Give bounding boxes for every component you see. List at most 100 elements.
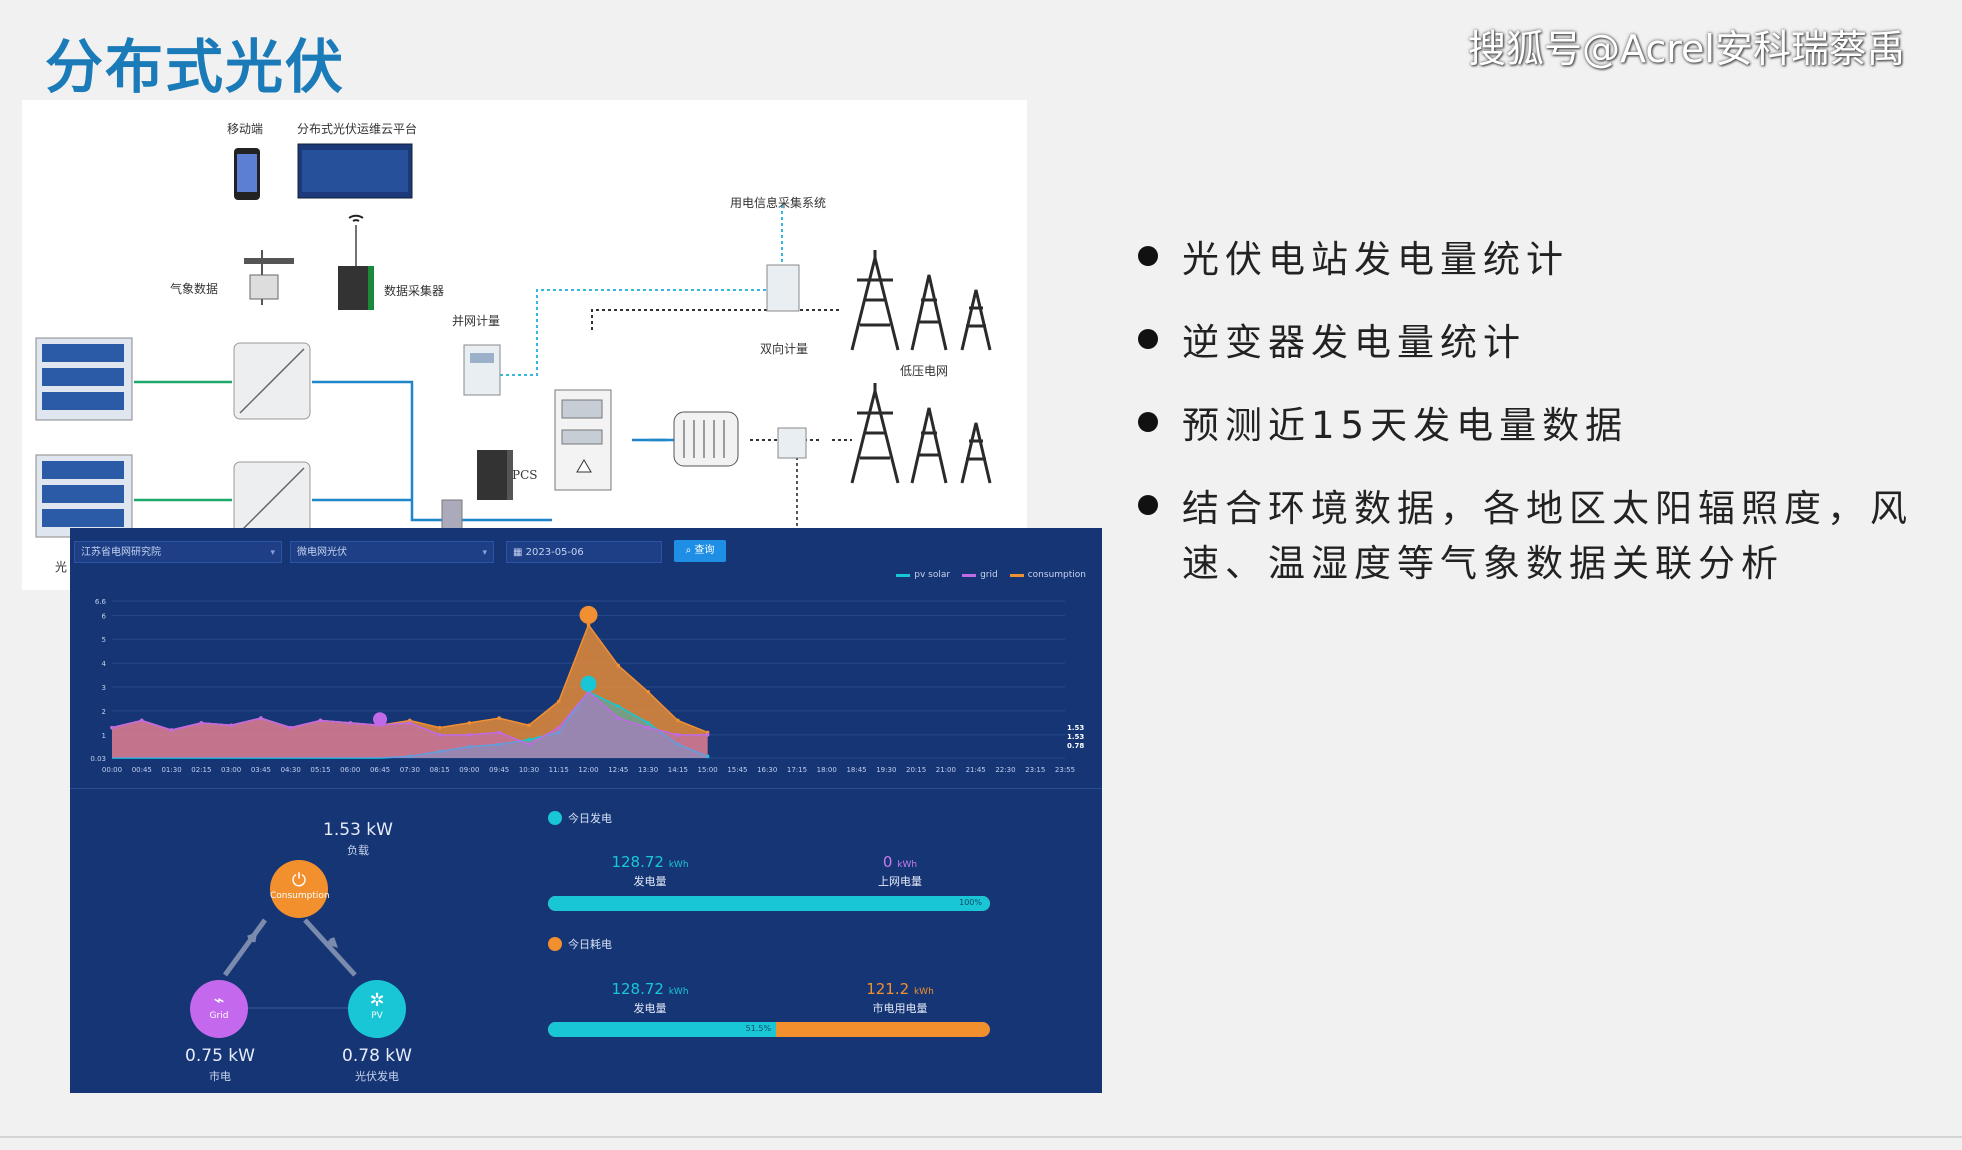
data-point-grid xyxy=(497,730,501,735)
data-point-grid xyxy=(467,733,472,737)
consumption-node[interactable]: ⏻Consumption xyxy=(270,860,330,918)
today-consumption-title: 今日耗电 xyxy=(548,936,612,952)
data-point-grid xyxy=(646,725,650,730)
feature-item: 结合环境数据，各地区太阳辐照度，风速、温湿度等气象数据关联分析 xyxy=(1138,481,1918,591)
x-tick-label: 23:15 xyxy=(1025,766,1045,774)
x-tick-label: 19:30 xyxy=(876,766,896,774)
y-tick-label: 6.6 xyxy=(95,598,107,606)
data-point-consumption xyxy=(497,716,501,720)
data-point-consumption xyxy=(556,699,561,704)
flow-arrows xyxy=(222,918,370,1009)
x-tick-label: 03:00 xyxy=(221,766,241,774)
data-point-grid xyxy=(705,733,710,737)
chevron-down-icon: ▾ xyxy=(270,548,275,558)
latest-value-label: 0.78 xyxy=(1067,742,1084,750)
calendar-icon: ▦ xyxy=(513,547,526,558)
x-tick-label: 03:45 xyxy=(251,766,271,774)
export-kwh: 0 kWh 上网电量 xyxy=(878,853,922,888)
watermark: 搜狐号@Acrel安科瑞蔡禹 xyxy=(1468,27,1905,71)
latest-value-label: 1.53 xyxy=(1067,733,1084,741)
y-tick-label: 0.03 xyxy=(90,755,106,763)
data-point-grid xyxy=(676,733,680,737)
data-point-grid xyxy=(199,721,204,725)
x-tick-label: 21:45 xyxy=(966,766,986,774)
x-tick-label: 10:30 xyxy=(519,766,539,774)
date-input[interactable]: ▦ 2023-05-06 xyxy=(506,541,662,563)
legend-consumption[interactable]: consumption xyxy=(1009,570,1086,580)
data-point-pv-solar xyxy=(527,737,531,742)
x-tick-label: 13:30 xyxy=(638,766,658,774)
data-point-grid xyxy=(408,721,412,725)
label-mobile: 移动端 xyxy=(227,122,264,136)
x-tick-label: 15:45 xyxy=(727,766,747,774)
energy-dashboard: 江苏省电网研究院▾ 微电网光伏▾ ▦ 2023-05-06 ⌕ 查询 pv so… xyxy=(70,528,1102,1093)
x-tick-label: 06:00 xyxy=(340,766,360,774)
x-tick-label: 23:55 xyxy=(1055,766,1075,774)
data-point-grid xyxy=(229,723,233,728)
pv-node[interactable]: ✲PV xyxy=(348,980,406,1038)
today-generation-title: 今日发电 xyxy=(548,810,612,826)
x-tick-label: 11:15 xyxy=(549,766,569,774)
x-tick-label: 02:15 xyxy=(191,766,211,774)
x-tick-label: 07:30 xyxy=(400,766,420,774)
data-point-consumption xyxy=(616,663,621,668)
consumption-bar-fill xyxy=(548,1022,776,1037)
data-point-grid xyxy=(527,742,531,747)
marker-grid xyxy=(373,712,388,727)
data-point-grid xyxy=(169,728,174,732)
data-point-grid xyxy=(556,725,561,730)
plug-icon: ⏻ xyxy=(291,870,307,891)
label-info-system: 用电信息采集系统 xyxy=(730,196,827,210)
max-marker-consumption xyxy=(579,605,598,624)
solar-panel-top xyxy=(35,337,133,421)
generation-progress-bar: 100% xyxy=(548,896,990,911)
data-point-grid xyxy=(110,725,114,730)
data-point-consumption xyxy=(527,723,531,728)
sun-icon xyxy=(548,811,562,825)
x-tick-label: 22:30 xyxy=(995,766,1015,774)
data-point-pv-solar xyxy=(497,742,501,747)
data-point-consumption xyxy=(586,623,591,627)
series-area-grid xyxy=(112,691,708,758)
x-tick-label: 08:15 xyxy=(430,766,450,774)
pulse-icon: ⌁ xyxy=(213,990,225,1011)
feature-item: 光伏电站发电量统计 xyxy=(1138,232,1918,287)
bullet-icon xyxy=(1138,246,1158,266)
y-tick-label: 4 xyxy=(102,660,107,668)
chart-legend: pv solar grid consumption xyxy=(896,570,1086,580)
consumption-generation-kwh: 128.72 kWh 发电量 xyxy=(611,980,689,1015)
query-button[interactable]: ⌕ 查询 xyxy=(674,540,726,562)
legend-pv-solar[interactable]: pv solar xyxy=(896,570,950,580)
search-icon: ⌕ xyxy=(685,545,695,556)
data-point-pv-solar xyxy=(616,704,621,708)
x-tick-label: 18:45 xyxy=(846,766,866,774)
bullet-icon xyxy=(1138,495,1158,515)
feature-item: 预测近15天发电量数据 xyxy=(1138,398,1918,453)
sun-icon: ✲ xyxy=(369,990,385,1011)
data-point-pv-solar xyxy=(556,730,561,735)
data-point-pv-solar xyxy=(467,744,472,749)
site-select[interactable]: 微电网光伏▾ xyxy=(290,541,494,563)
system-diagram: 移动端 分布式光伏运维云平台 气象数据 数据采集器 并网计量 用电信息采集系统 … xyxy=(22,100,1027,590)
consumption-progress-bar: 51.5% xyxy=(548,1022,990,1037)
x-tick-label: 15:00 xyxy=(698,766,718,774)
grid-node[interactable]: ⌁Grid xyxy=(190,980,248,1038)
generation-bar-fill xyxy=(548,896,990,911)
label-weather: 气象数据 xyxy=(170,282,219,296)
data-point-grid xyxy=(259,716,263,720)
data-point-pv-solar xyxy=(408,754,412,759)
chevron-down-icon: ▾ xyxy=(482,548,487,558)
data-point-grid xyxy=(348,721,353,725)
bullet-icon xyxy=(1138,329,1158,349)
legend-grid[interactable]: grid xyxy=(962,570,998,580)
label-grid-meter: 并网计量 xyxy=(452,314,501,328)
x-tick-label: 12:00 xyxy=(578,766,598,774)
label-cloud-platform: 分布式光伏运维云平台 xyxy=(297,122,418,136)
x-tick-label: 14:15 xyxy=(668,766,688,774)
bullet-icon xyxy=(1138,412,1158,432)
org-select[interactable]: 江苏省电网研究院▾ xyxy=(74,541,282,563)
y-tick-label: 3 xyxy=(102,684,106,692)
